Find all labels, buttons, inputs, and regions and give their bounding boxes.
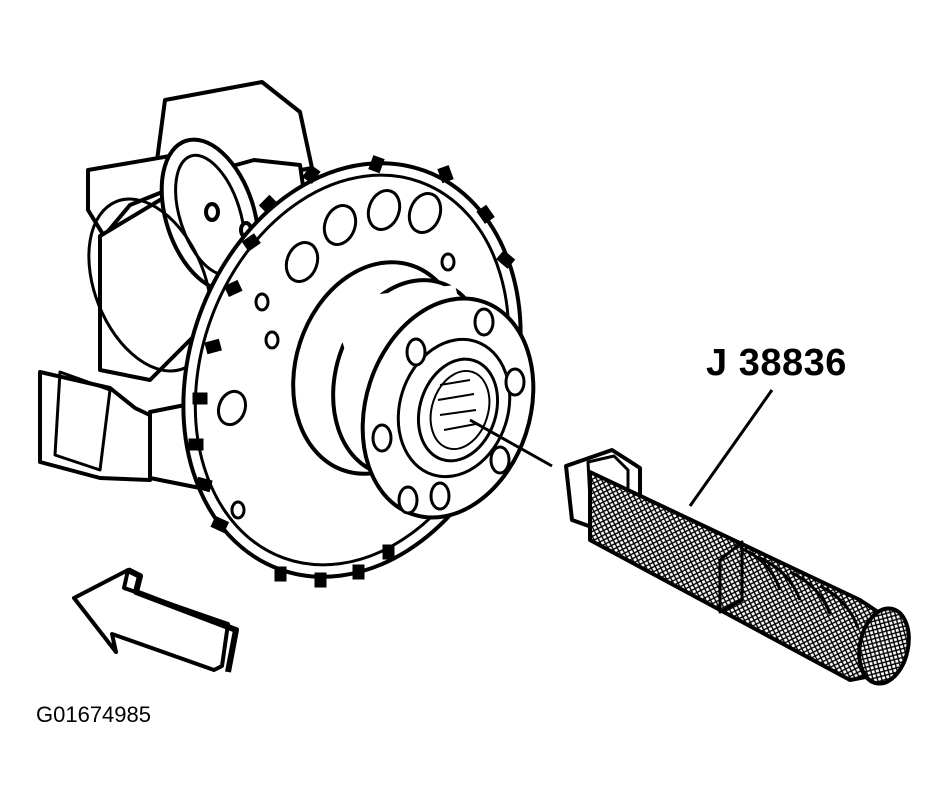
alignment-line: [469, 418, 553, 468]
callout-leader: [688, 389, 774, 507]
tool-j38836: [564, 448, 911, 686]
tool-callout-label: J 38836: [706, 342, 847, 384]
figure-id: G01674985: [36, 702, 151, 727]
direction-arrow: [72, 568, 230, 672]
crankshaft-nose: [291, 260, 536, 520]
